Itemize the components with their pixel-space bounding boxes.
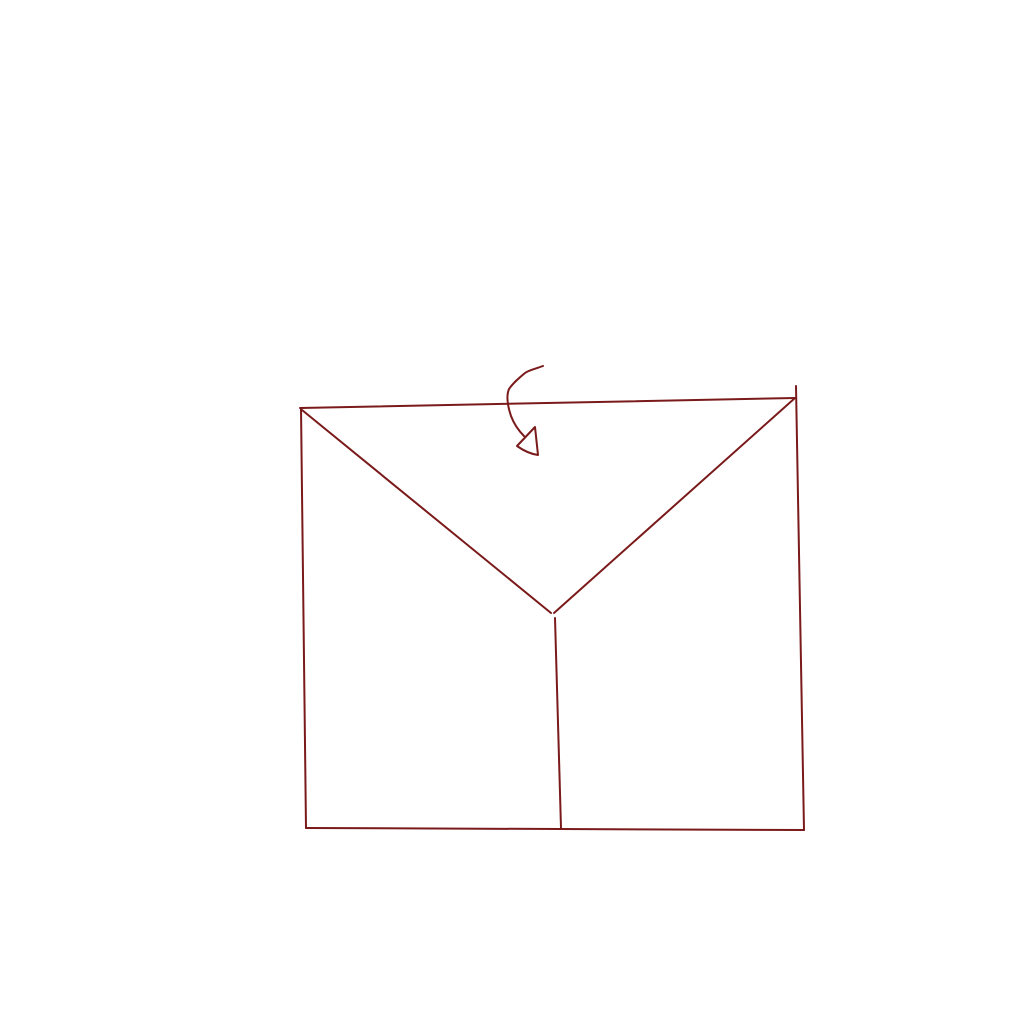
curved-arrow-shaft: [506, 365, 544, 437]
left-diagonal-line: [301, 409, 552, 614]
center-vertical-line: [554, 617, 562, 829]
curved-arrow-head: [516, 426, 539, 456]
square-left-edge: [300, 407, 307, 829]
right-diagonal-line: [553, 397, 796, 614]
square-right-edge: [795, 385, 805, 831]
square-bottom-edge: [305, 827, 805, 831]
square-top-edge: [299, 397, 796, 409]
sketch-drawing: [299, 365, 805, 831]
